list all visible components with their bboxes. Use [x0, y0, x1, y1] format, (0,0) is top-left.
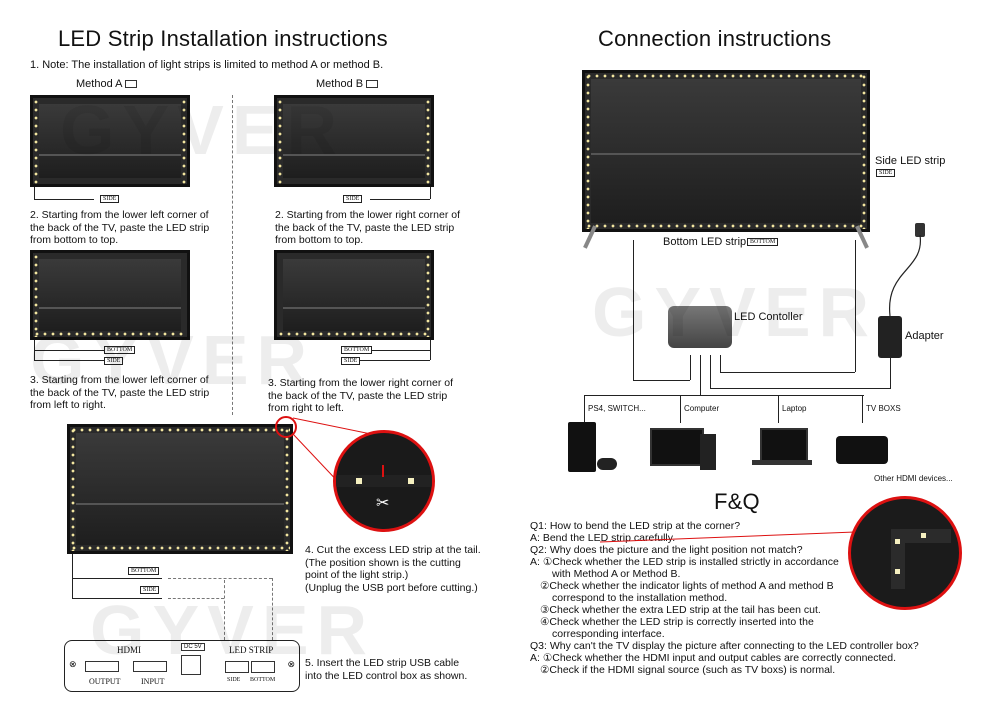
tv-back-cut-step: [67, 424, 293, 554]
faq-title: F&Q: [714, 489, 760, 514]
watermark: GYVER: [592, 273, 878, 351]
device-label-computer: Computer: [684, 404, 720, 413]
step4-text: 4. Cut the excess LED strip at the tail.…: [305, 544, 481, 594]
tv-back-method-b-step2: [274, 95, 434, 187]
side-tag: SIDE: [140, 586, 160, 594]
screw-icon: ⊗: [287, 659, 295, 669]
cut-point-marker: [275, 416, 297, 438]
watermark: GYVER: [60, 91, 346, 169]
faq-pointer-line: [600, 531, 856, 543]
side-tag: SIDE: [104, 357, 124, 365]
tv-box-icon: [836, 436, 888, 464]
led-controller-device: [668, 306, 732, 348]
zoomed-cut-point: ✂: [333, 430, 435, 532]
device-label-tvbox: TV BOXS: [866, 404, 901, 413]
hdmi-output-port: [85, 661, 119, 672]
tv-back-method-a-step3: [30, 250, 190, 340]
tv-back-method-a-step2: [30, 95, 190, 187]
monitor-icon: [650, 428, 704, 466]
side-tag: SIDE: [100, 195, 120, 203]
power-adapter: [878, 316, 902, 358]
method-b-label: Method B: [316, 78, 379, 90]
controller-label: LED Contoller: [734, 311, 803, 323]
step2-method-a: 2. Starting from the lower left corner o…: [30, 209, 210, 246]
tv-back-connection: [582, 70, 870, 232]
bottom-strip-label: Bottom LED strip: [663, 236, 747, 248]
device-label-ps4: PS4, SWITCH...: [588, 404, 646, 413]
hdmi-input-port: [133, 661, 167, 672]
tv-outline-icon: [366, 80, 379, 89]
watermark: GYVER: [90, 591, 376, 669]
tv-outline-icon: [124, 80, 137, 89]
corner-bend-photo: [848, 496, 962, 610]
step3-method-a: 3. Starting from the lower left corner o…: [30, 374, 210, 411]
watermark: GYVER: [30, 321, 316, 399]
tv-back-method-b-step3: [274, 250, 434, 340]
bottom-tag: BOTTOM: [128, 567, 160, 575]
faq-list: Q1: How to bend the LED strip at the cor…: [530, 520, 919, 676]
device-label-laptop: Laptop: [782, 404, 807, 413]
side-tag: SIDE: [343, 195, 363, 203]
pc-tower-icon: [700, 434, 716, 470]
scissors-icon: ✂: [376, 495, 390, 512]
step3-method-b: 3. Starting from the lower right corner …: [268, 377, 453, 414]
side-tag: SIDE: [876, 169, 896, 177]
bottom-tag: BOTTOM: [747, 238, 779, 246]
bottom-tag: BOTTOM: [104, 346, 136, 354]
gamepad-icon: [597, 458, 617, 470]
side-usb-port: [225, 661, 249, 673]
dc-port: [181, 655, 201, 675]
other-devices-label: Other HDMI devices...: [874, 474, 953, 483]
led-control-box: ⊗ ⊗ HDMI OUTPUT INPUT DC 5V LED STRIP SI…: [64, 640, 300, 692]
screw-icon: ⊗: [69, 659, 77, 669]
side-tag: SIDE: [341, 357, 361, 365]
method-a-label: Method A: [76, 78, 137, 90]
connection-title: Connection instructions: [598, 26, 832, 51]
adapter-cable: [889, 234, 921, 317]
step2-method-b: 2. Starting from the lower right corner …: [275, 209, 460, 246]
adapter-label: Adapter: [905, 330, 944, 342]
laptop-icon: [760, 428, 808, 462]
divider-line: [232, 95, 233, 415]
installation-title: LED Strip Installation instructions: [58, 26, 388, 51]
bottom-usb-port: [251, 661, 275, 673]
bottom-tag: BOTTOM: [341, 346, 373, 354]
power-plug: [915, 223, 925, 237]
installation-note: 1. Note: The installation of light strip…: [30, 59, 384, 71]
side-strip-label: Side LED strip: [875, 155, 946, 167]
ps4-console-icon: [568, 422, 596, 472]
